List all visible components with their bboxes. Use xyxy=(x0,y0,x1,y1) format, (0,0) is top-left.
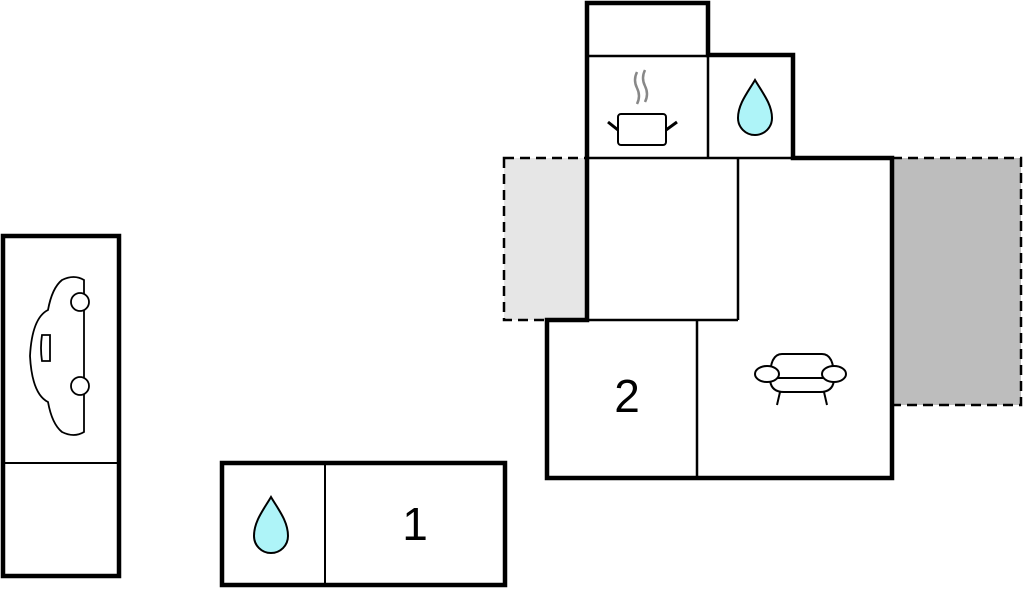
terrace-right xyxy=(890,156,1023,407)
house-outline xyxy=(544,0,895,481)
interior-walls xyxy=(587,54,793,478)
room-label-bedroom-2: 2 xyxy=(614,370,640,422)
car-icon xyxy=(29,276,90,436)
water-drop-icon xyxy=(736,78,774,136)
sofa-icon xyxy=(754,353,847,406)
room-label-bedroom-1: 1 xyxy=(402,498,428,550)
cooking-pot-icon xyxy=(607,69,678,146)
terrace-left xyxy=(502,156,589,322)
water-drop-icon xyxy=(252,495,290,554)
